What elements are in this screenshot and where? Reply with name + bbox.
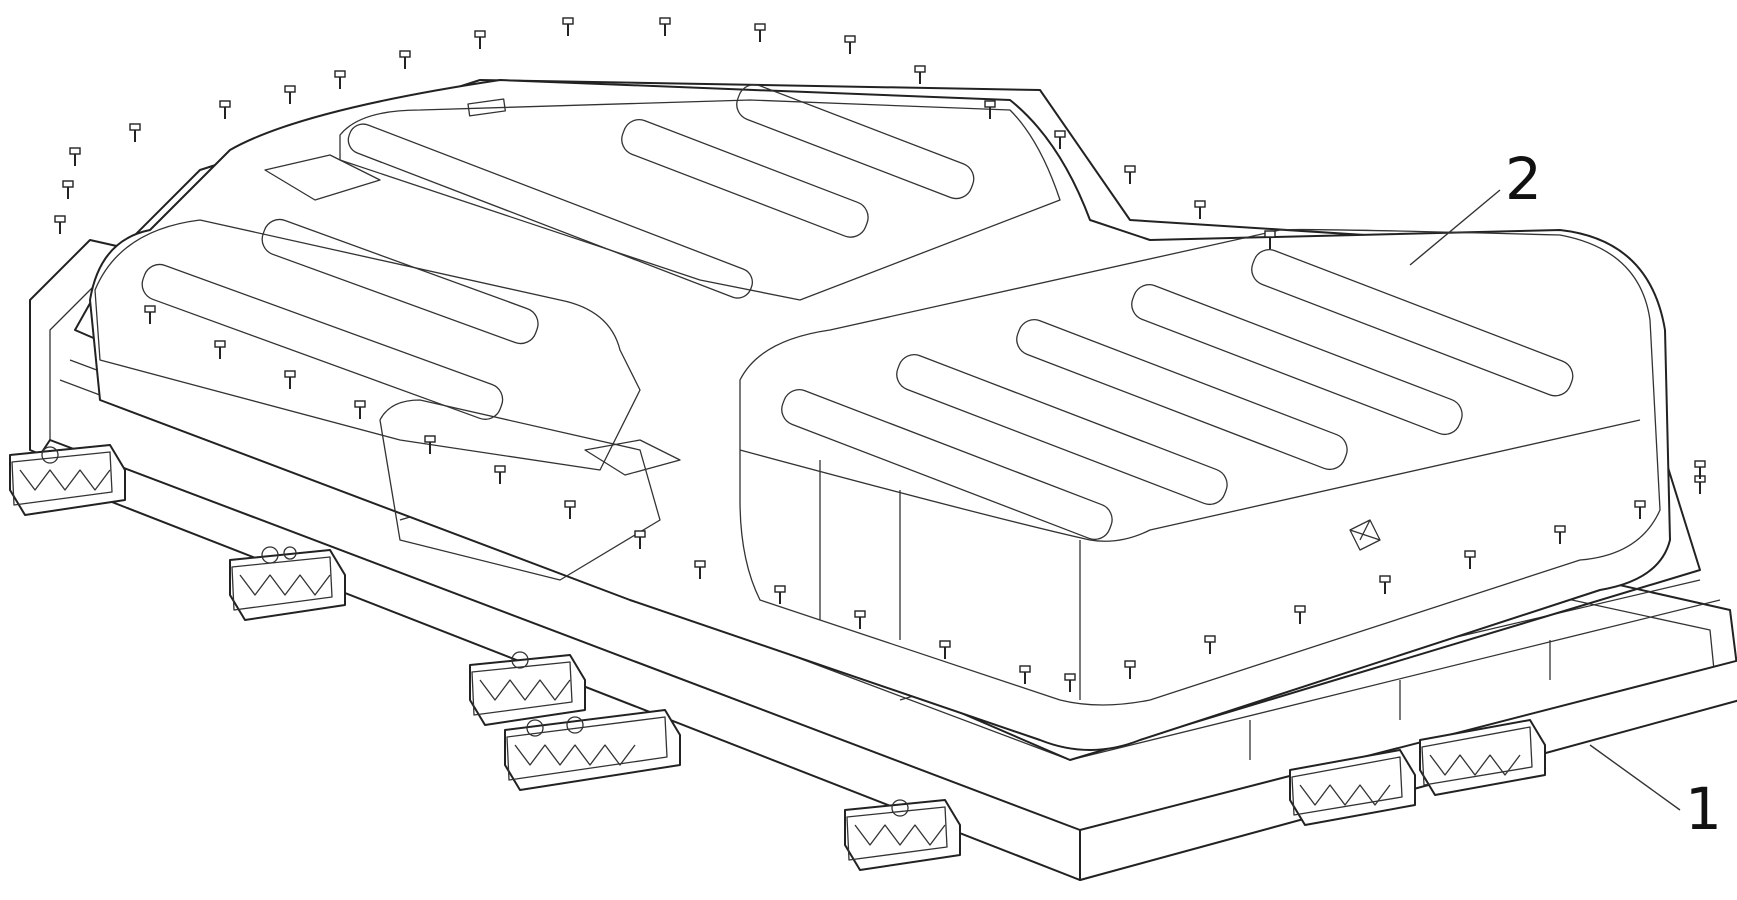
bolt — [1464, 550, 1476, 569]
bolt — [354, 400, 366, 419]
bolt — [939, 640, 951, 659]
bracket — [469, 651, 586, 726]
cover-rib — [261, 218, 539, 345]
bolt — [1554, 525, 1566, 544]
bolt — [284, 370, 296, 389]
cover-bolts — [54, 17, 1706, 692]
cover-rib — [1251, 249, 1574, 397]
bolt — [844, 35, 856, 54]
bolt — [1694, 460, 1706, 479]
bolt — [564, 500, 576, 519]
bolt — [854, 610, 866, 629]
leader-line-1 — [1589, 744, 1681, 811]
bolt — [494, 465, 506, 484]
cover-rib — [141, 263, 504, 420]
bolt — [1264, 230, 1276, 249]
bolt — [1124, 660, 1136, 679]
cover-rib — [1131, 284, 1463, 436]
bolt — [1204, 635, 1216, 654]
bolt — [214, 340, 226, 359]
cover-rib — [736, 84, 975, 200]
bolt — [62, 180, 74, 199]
bolt — [1194, 200, 1206, 219]
bolt — [562, 17, 574, 36]
bolt — [634, 530, 646, 549]
bolt — [914, 65, 926, 84]
bracket — [844, 799, 961, 871]
bolt — [284, 85, 296, 104]
bolt — [54, 215, 66, 234]
bolt — [144, 305, 156, 324]
mounting-brackets — [9, 444, 1546, 871]
battery-cover — [74, 79, 1701, 761]
bolt — [334, 70, 346, 89]
callout-label-2: 2 — [1505, 145, 1542, 213]
bracket — [229, 546, 346, 621]
cover-rib — [347, 123, 754, 299]
cover-rib — [621, 119, 869, 238]
callout-label-1: 1 — [1685, 775, 1722, 843]
bolt — [129, 123, 141, 142]
bolt — [774, 585, 786, 604]
bolt — [424, 435, 436, 454]
leader-line-2 — [1409, 189, 1501, 266]
bolt — [659, 17, 671, 36]
bolt — [1379, 575, 1391, 594]
cover-rib — [1016, 319, 1348, 471]
bracket — [1419, 719, 1546, 796]
cover-rib — [896, 354, 1228, 506]
bolt — [399, 50, 411, 69]
bolt — [984, 100, 996, 119]
bolt — [1064, 673, 1076, 692]
bolt — [754, 23, 766, 42]
bolt — [474, 30, 486, 49]
bolt — [1054, 130, 1066, 149]
bracket — [504, 709, 681, 791]
bolt — [1019, 665, 1031, 684]
bolt — [1124, 165, 1136, 184]
bolt — [69, 147, 81, 166]
bolt — [694, 560, 706, 579]
bolt — [1294, 605, 1306, 624]
bracket — [1289, 749, 1416, 826]
bolt — [1634, 500, 1646, 519]
bolt — [219, 100, 231, 119]
cover-rib — [781, 389, 1113, 541]
bracket — [9, 444, 126, 516]
